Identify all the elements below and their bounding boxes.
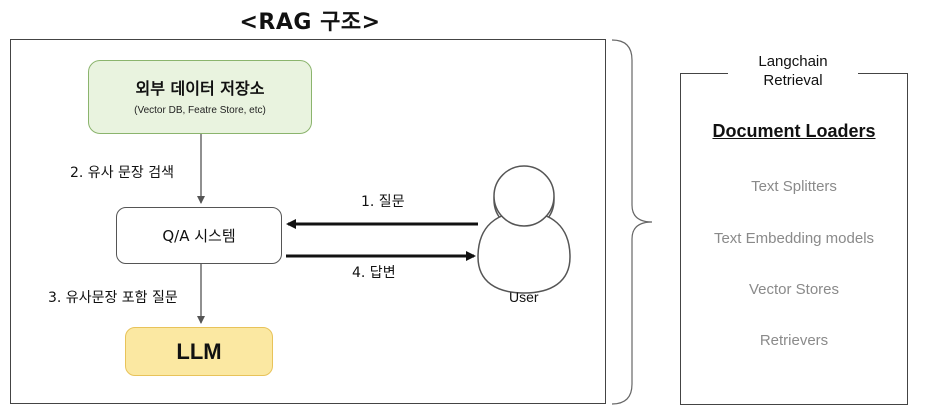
panel-item-text-embedding-models: Text Embedding models [713, 230, 875, 247]
panel-item-document-loaders: Document Loaders [712, 121, 876, 141]
panel-title: Langchain Retrieval [728, 52, 858, 90]
llm-label: LLM [176, 338, 222, 364]
qa-system-box: Q/A 시스템 [116, 207, 282, 264]
panel-item-retrievers: Retrievers [759, 332, 829, 349]
panel-title-line2: Retrieval [763, 72, 823, 89]
qa-system-label: Q/A 시스템 [162, 227, 236, 245]
edge-question-label: 1. 질문 [361, 194, 405, 210]
brace-shape [611, 39, 653, 405]
user-icon [477, 165, 571, 294]
store-title: 외부 데이터 저장소 [135, 79, 265, 98]
edge-answer-label: 4. 답변 [352, 265, 396, 281]
edge-search-label: 2. 유사 문장 검색 [70, 165, 174, 181]
edge-prompt-label: 3. 유사문장 포함 질문 [48, 290, 178, 306]
panel-item-text-splitters: Text Splitters [751, 178, 837, 195]
external-data-store-box: 외부 데이터 저장소 (Vector DB, Featre Store, etc… [88, 60, 312, 134]
diagram-title: <RAG 구조> [239, 10, 381, 35]
llm-box: LLM [125, 327, 273, 376]
panel-title-background [728, 52, 858, 94]
panel-item-vector-stores: Vector Stores [748, 281, 840, 298]
panel-title-line1: Langchain [758, 53, 828, 70]
store-subtitle: (Vector DB, Featre Store, etc) [134, 105, 266, 116]
user-label: User [509, 289, 539, 305]
rag-frame [10, 39, 606, 404]
